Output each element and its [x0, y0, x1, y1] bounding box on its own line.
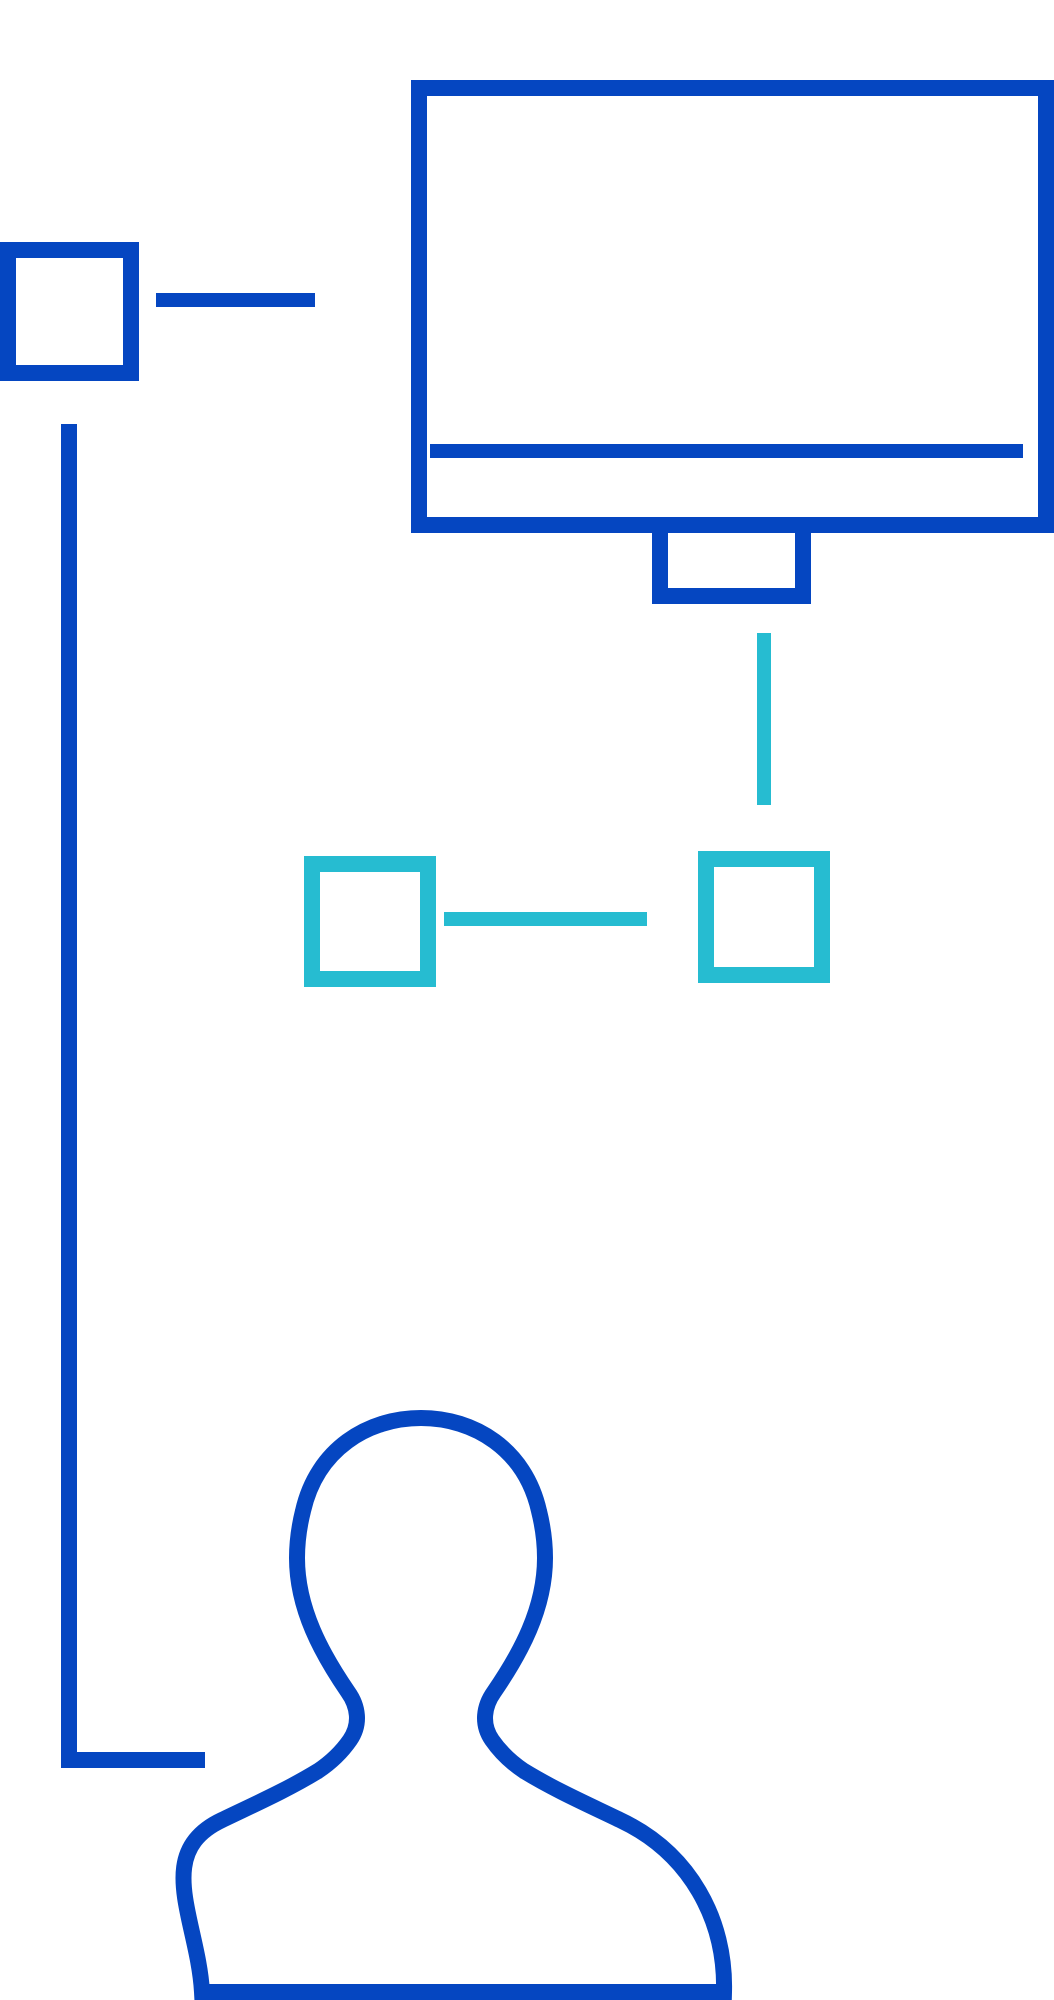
monitor-stand [652, 525, 811, 604]
user-icon [175, 1409, 733, 2000]
connector-left-to-user [61, 424, 205, 1768]
monitor-screen [411, 80, 1054, 533]
center-square [304, 856, 436, 987]
monitor-icon [411, 80, 1054, 604]
left-square [0, 242, 139, 381]
right-square [698, 851, 830, 983]
